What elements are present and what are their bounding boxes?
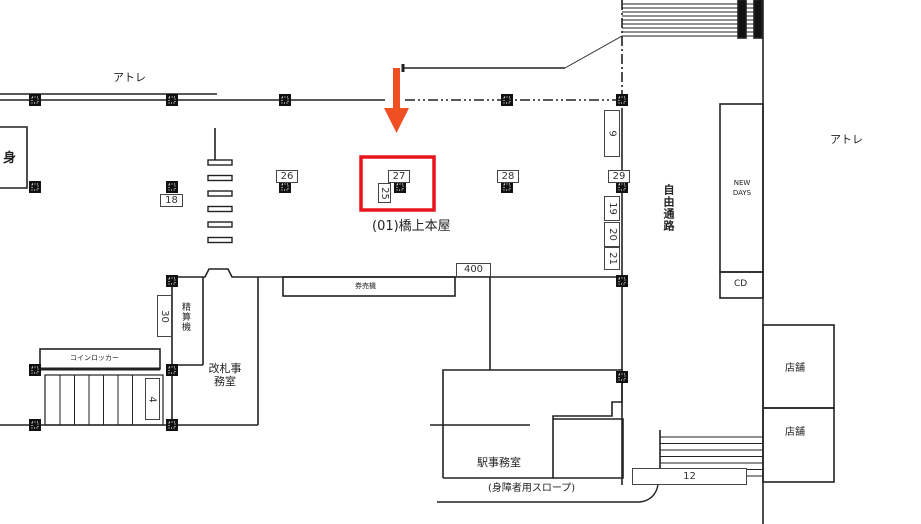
pillar-pattern <box>31 421 39 429</box>
highlight-box <box>359 155 436 212</box>
pillar-pattern <box>168 366 176 374</box>
pillar-icon <box>616 371 628 383</box>
marker-12: 12 <box>632 468 747 485</box>
label-cd: CD <box>734 279 748 289</box>
pillar-pattern <box>618 373 626 381</box>
label-slope: (身障者用スロープ) <box>488 483 576 494</box>
stair-rail <box>753 0 763 39</box>
label-coin-locker: コインロッカー <box>70 354 119 362</box>
cd-box <box>719 271 764 299</box>
wall-line <box>172 268 622 278</box>
label-mi: 身 <box>3 151 17 166</box>
marker-9-text: 9 <box>606 130 618 137</box>
pillar-icon <box>616 275 628 287</box>
label-gate-office: 改札事務室 <box>208 362 242 388</box>
station-office-outline <box>442 369 623 479</box>
marker-4: 4 <box>145 378 160 420</box>
pillar-icon <box>279 94 291 106</box>
marker-30-text: 30 <box>158 309 170 323</box>
marker-21: 21 <box>604 247 620 270</box>
marker-400: 400 <box>456 263 491 277</box>
guide-stripe <box>207 221 233 228</box>
pillar-icon <box>29 94 41 106</box>
pillar-pattern <box>168 277 176 285</box>
marker-27: 27 <box>388 170 410 183</box>
label-shop-2: 店舗 <box>785 427 805 438</box>
label-newdays: NEW DAYS <box>732 179 752 197</box>
guide-stripe <box>207 236 233 244</box>
pillar-icon <box>29 181 41 193</box>
pillar-pattern <box>31 366 39 374</box>
pillar-icon <box>29 419 41 431</box>
pillar-pattern <box>168 421 176 429</box>
pillar-icon <box>29 364 41 376</box>
ticket-machine-area <box>282 276 456 297</box>
marker-20-text: 20 <box>606 228 618 241</box>
pillar-pattern <box>618 96 626 104</box>
pillar-icon <box>166 94 178 106</box>
marker-26: 26 <box>276 170 298 183</box>
room-outline <box>0 126 28 189</box>
pillar-icon <box>166 181 178 193</box>
pillar-pattern <box>503 183 511 191</box>
pillar-icon <box>166 419 178 431</box>
marker-19: 19 <box>604 196 620 221</box>
pillar-icon <box>166 275 178 287</box>
label-free-passage: 自由通路 <box>662 184 675 232</box>
marker-19-text: 19 <box>606 202 618 215</box>
label-shop-1: 店舗 <box>785 363 805 374</box>
pillar-pattern <box>618 277 626 285</box>
label-atre-top: アトレ <box>113 71 146 84</box>
marker-25-text: 25 <box>379 186 391 200</box>
marker-20: 20 <box>604 222 620 247</box>
pillar-pattern <box>503 96 511 104</box>
arrow-down-icon <box>384 108 409 133</box>
pillar-pattern <box>168 96 176 104</box>
room-outline <box>553 418 624 479</box>
marker-4-text: 4 <box>147 395 158 403</box>
marker-29: 29 <box>608 170 630 183</box>
label-atre-right: アトレ <box>830 133 863 146</box>
guide-stripe <box>207 159 233 166</box>
marker-18: 18 <box>160 194 183 207</box>
label-fare-adjust: 精算機 <box>180 302 190 332</box>
pillar-icon <box>616 94 628 106</box>
marker-28: 28 <box>497 170 519 183</box>
wall-line <box>564 35 623 69</box>
pillar-pattern <box>281 183 289 191</box>
pillar-pattern <box>31 183 39 191</box>
marker-30: 30 <box>157 295 172 337</box>
pillar-pattern <box>168 183 176 191</box>
marker-9: 9 <box>604 110 620 157</box>
pillar-icon <box>166 364 178 376</box>
pillar-pattern <box>396 183 404 191</box>
shop-box <box>762 407 835 483</box>
guide-stripe <box>207 205 233 213</box>
stair-rail <box>737 0 747 39</box>
label-ticket-machines: 券売機 <box>355 282 376 290</box>
label-main-building: (01)橋上本屋 <box>372 219 451 234</box>
guide-stripe <box>207 190 233 197</box>
marker-25: 25 <box>378 183 391 203</box>
pillar-pattern <box>31 96 39 104</box>
pillar-pattern <box>618 183 626 191</box>
pillar-icon <box>501 94 513 106</box>
arrow-shaft <box>393 68 400 110</box>
label-station-office: 駅事務室 <box>477 456 521 469</box>
guide-stripe <box>207 174 233 182</box>
slope-line <box>437 484 659 503</box>
marker-21-text: 21 <box>606 252 618 265</box>
pillar-pattern <box>281 96 289 104</box>
